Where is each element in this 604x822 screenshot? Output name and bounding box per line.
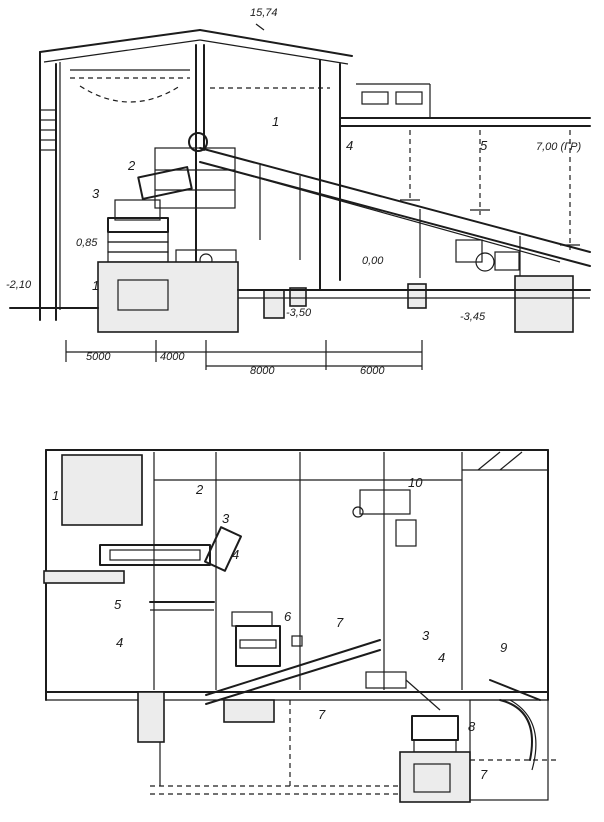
elevation-ground-left: -2,10 — [6, 279, 32, 291]
section-elevation-drawing: 15,74 7,00 (ГР) 0,85 -2,10 0,00 -3,50 -3… — [6, 7, 591, 377]
callout-plan-7b: 7 — [318, 707, 326, 722]
callout-plan-1: 1 — [52, 488, 59, 503]
callout-plan-9: 9 — [500, 640, 507, 655]
callout-plan-8: 8 — [468, 719, 476, 734]
callout-plan-6: 6 — [284, 609, 292, 624]
callout-plan-4b: 4 — [116, 635, 123, 650]
elevation-pit-right: -3,45 — [460, 311, 486, 323]
building-frame — [39, 29, 353, 321]
dim-4000: 4000 — [160, 351, 185, 363]
elevation-roof: 15,74 — [250, 7, 278, 19]
callout-2: 2 — [127, 158, 136, 173]
inclined-conveyor — [188, 132, 591, 285]
callout-1: 1 — [272, 114, 279, 129]
bottom-callouts: 1 2 3 4 5 4 6 7 3 4 7 8 7 9 10 — [52, 475, 507, 782]
callout-plan-2: 2 — [195, 482, 204, 497]
dimension-line — [65, 340, 423, 370]
plan-equipment — [43, 489, 541, 803]
dim-6000: 6000 — [360, 365, 385, 377]
dim-5000: 5000 — [86, 351, 111, 363]
elevation-pit: -3,50 — [286, 307, 312, 319]
callout-plan-4c: 4 — [438, 650, 445, 665]
callout-plan-10: 10 — [408, 475, 423, 490]
dim-8000: 8000 — [250, 365, 275, 377]
callout-plan-4: 4 — [232, 547, 239, 562]
callout-plan-7: 7 — [336, 615, 344, 630]
plan-drawing: 1 2 3 4 5 4 6 7 3 4 7 8 7 9 10 — [43, 449, 560, 803]
callout-plan-3: 3 — [222, 511, 230, 526]
elevation-platform: 0,85 — [76, 237, 98, 249]
elevation-markers: 15,74 7,00 (ГР) 0,85 -2,10 0,00 -3,50 -3… — [6, 7, 581, 323]
dimension-values: 5000 4000 8000 6000 — [86, 351, 385, 377]
building-walls — [45, 449, 549, 701]
elevation-zero: 0,00 — [362, 255, 384, 267]
foundations — [9, 261, 591, 333]
callout-4: 4 — [346, 138, 353, 153]
callout-plan-3b: 3 — [422, 628, 430, 643]
elevation-annex: 7,00 (ГР) — [536, 141, 581, 153]
callout-3: 3 — [92, 186, 100, 201]
lower-foundations — [137, 691, 560, 801]
annex-building — [339, 83, 591, 263]
callout-plan-7c: 7 — [480, 767, 488, 782]
callout-1-lower: 1 — [92, 278, 99, 293]
callout-5: 5 — [480, 138, 488, 153]
top-callouts: 1 2 3 4 5 1 — [92, 114, 488, 293]
callout-plan-5: 5 — [114, 597, 122, 612]
